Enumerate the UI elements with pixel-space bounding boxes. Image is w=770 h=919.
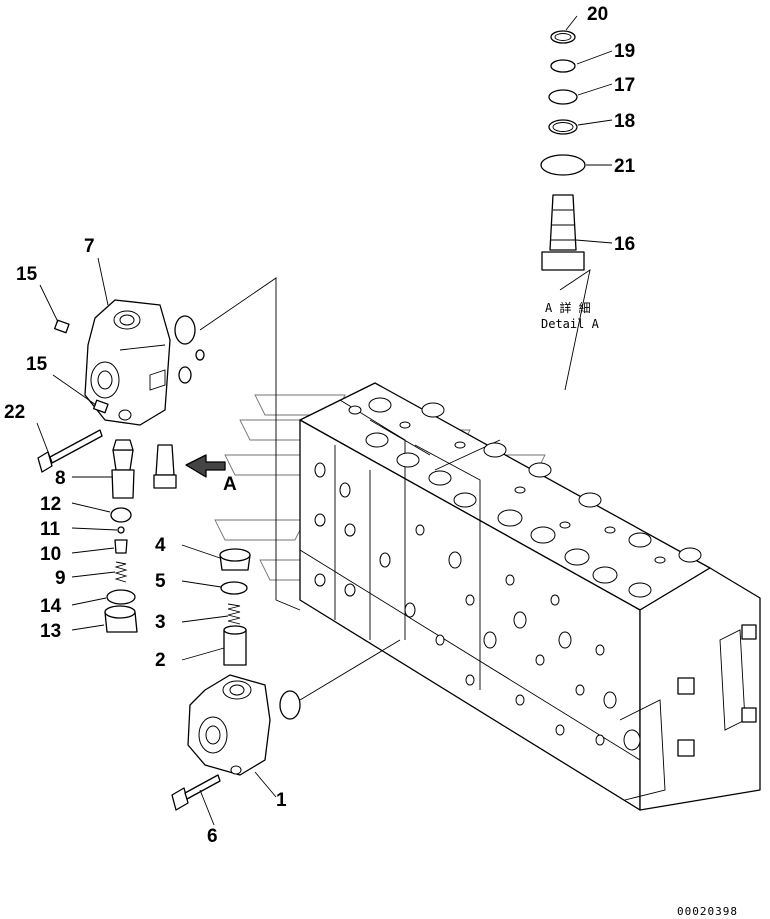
detail-a-label-jp: A 詳 細 bbox=[545, 300, 591, 315]
o-ring-lower bbox=[279, 690, 301, 720]
callout-numbers: 20 19 17 18 21 16 7 15 15 22 8 12 11 10 … bbox=[4, 4, 636, 847]
o-ring-small bbox=[195, 349, 205, 361]
view-arrow-a: A bbox=[185, 454, 237, 495]
part-11-ball bbox=[117, 526, 125, 534]
part-17-disc bbox=[548, 89, 578, 105]
part-15-bolt-upper bbox=[54, 319, 70, 334]
callout-5: 5 bbox=[155, 571, 166, 592]
part-16-cartridge-small bbox=[153, 444, 177, 489]
callout-15-upper: 15 bbox=[16, 264, 38, 285]
callout-20: 20 bbox=[587, 4, 608, 25]
callout-17: 17 bbox=[614, 75, 635, 96]
callout-16-label: 16 bbox=[614, 234, 635, 255]
callout-21: 21 bbox=[614, 156, 636, 177]
callout-3: 3 bbox=[155, 612, 166, 633]
reference-lines bbox=[199, 269, 591, 701]
o-ring-large bbox=[174, 315, 196, 345]
part-3-spring bbox=[227, 603, 241, 625]
callout-15-lower: 15 bbox=[26, 354, 48, 375]
callout-18: 18 bbox=[614, 111, 635, 132]
callout-11: 11 bbox=[40, 519, 61, 540]
callout-6: 6 bbox=[207, 826, 218, 847]
part-10-poppet bbox=[114, 539, 128, 554]
part-21-disc bbox=[540, 154, 586, 176]
part-12-o-ring bbox=[110, 507, 132, 523]
callout-9: 9 bbox=[55, 568, 66, 589]
callout-22: 22 bbox=[4, 402, 25, 423]
part-16-cartridge bbox=[549, 194, 577, 251]
part-14-disc bbox=[106, 589, 136, 605]
part-7-valve-cover bbox=[84, 299, 171, 426]
callout-4: 4 bbox=[155, 535, 166, 556]
part-13-plug bbox=[104, 605, 138, 633]
part-9-spring bbox=[114, 561, 128, 583]
main-valve-block bbox=[299, 382, 761, 811]
callout-12: 12 bbox=[40, 494, 61, 515]
part-19-disc bbox=[550, 59, 576, 73]
part-4-plug bbox=[219, 548, 251, 571]
part-6-bolt bbox=[171, 774, 221, 811]
callout-14: 14 bbox=[40, 596, 62, 617]
part-5-disc bbox=[220, 581, 248, 595]
detail-a-stack: A 詳 細 Detail A bbox=[540, 30, 600, 331]
callout-1: 1 bbox=[276, 790, 287, 811]
leader-lines bbox=[36, 15, 613, 826]
part-20-ring bbox=[550, 30, 576, 44]
callout-7: 7 bbox=[84, 236, 95, 257]
part-2-spool bbox=[223, 625, 247, 666]
callout-2: 2 bbox=[155, 650, 166, 671]
callout-8: 8 bbox=[55, 468, 66, 489]
view-arrow-label: A bbox=[223, 474, 237, 495]
callout-19: 19 bbox=[614, 41, 635, 62]
drawing-code: 00020398 bbox=[677, 905, 738, 918]
o-ring-medium bbox=[178, 366, 192, 384]
callout-13: 13 bbox=[40, 621, 61, 642]
part-8-cartridge bbox=[111, 439, 135, 499]
callout-10: 10 bbox=[40, 544, 61, 565]
part-1-cover bbox=[187, 674, 271, 776]
detail-a-label-en: Detail A bbox=[541, 317, 600, 331]
